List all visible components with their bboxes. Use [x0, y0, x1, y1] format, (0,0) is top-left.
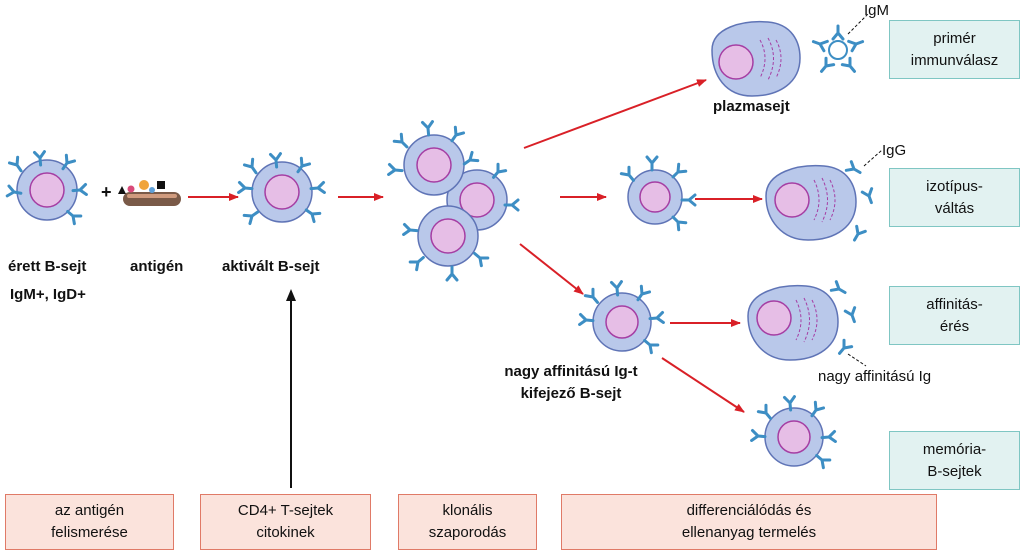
stage-line: citokinek [256, 524, 315, 541]
stage-antigen-recognition: az antigén felismerése [5, 494, 174, 550]
outcome-line: váltás [934, 199, 975, 217]
stage-line: CD4+ T-sejtek [237, 502, 334, 519]
stage-line: ellenanyag termelés [681, 524, 817, 541]
stage-line: klonális [442, 502, 493, 519]
stage-line: az antigén [54, 502, 125, 519]
outcome-primary-response: primér immunválasz [889, 20, 1020, 79]
mature-b-cell-label: érett B-sejt [8, 258, 87, 275]
mature-b-cell [5, 150, 88, 226]
mature-b-cell-sublabel: IgM+, IgD+ [10, 286, 86, 303]
plasma-cell-igg [765, 164, 857, 241]
activated-b-cell [237, 152, 326, 226]
arrow-cluster-to-high-affinity [519, 243, 584, 295]
outcome-line: memória- [922, 440, 987, 458]
stage-cd4-t-cells: CD4+ T-sejtek citokinek [200, 494, 371, 550]
high-affinity-b-cell-label-1: nagy affinitású Ig-t [504, 363, 638, 380]
plasma-cell-affinity [747, 284, 839, 361]
igm-pentamer-icon [810, 24, 866, 77]
igg-label: IgG [882, 142, 907, 159]
outcome-line: B-sejtek [927, 462, 982, 480]
outcome-line: immunválasz [910, 51, 999, 69]
igm-label: IgM [864, 2, 890, 19]
process-arrows [188, 79, 763, 413]
leader-lines [847, 13, 883, 367]
clonal-expansion-cluster [387, 120, 520, 282]
stage-clonal-expansion: klonális szaporodás [398, 494, 537, 550]
outcome-isotype-switch: izotípus- váltás [889, 168, 1020, 227]
activated-b-cell-label: aktivált B-sejt [222, 258, 320, 275]
plasma-cell-igm [711, 20, 801, 97]
outcome-line: primér [933, 29, 976, 47]
stage-line: felismerése [51, 524, 128, 541]
outcome-line: izotípus- [926, 177, 983, 195]
stage-differentiation: differenciálódás és ellenanyag termelés [561, 494, 937, 550]
outcome-line: affinitás- [926, 295, 983, 313]
isotype-switch-b-cell [619, 155, 697, 232]
outcome-memory-b-cells: memória- B-sejtek [889, 431, 1020, 490]
plasma-cell-label: plazmasejt [713, 98, 790, 115]
high-affinity-ig-label: nagy affinitású Ig [818, 368, 932, 385]
plus-sign: + [101, 182, 112, 202]
outcome-line: érés [939, 317, 970, 335]
stage-line: szaporodás [428, 524, 507, 541]
high-affinity-b-cell-label-2: kifejező B-sejt [520, 385, 622, 402]
outcome-affinity-maturation: affinitás- érés [889, 286, 1020, 345]
arrow-cluster-to-plasma [523, 79, 707, 149]
memory-b-cell [750, 395, 837, 470]
antigen-icon [118, 180, 181, 206]
stage-line: differenciálódás és [686, 502, 812, 519]
high-affinity-b-cell [578, 280, 665, 355]
antigen-label: antigén [130, 258, 184, 275]
arrow-high-affinity-to-memory [661, 357, 745, 413]
